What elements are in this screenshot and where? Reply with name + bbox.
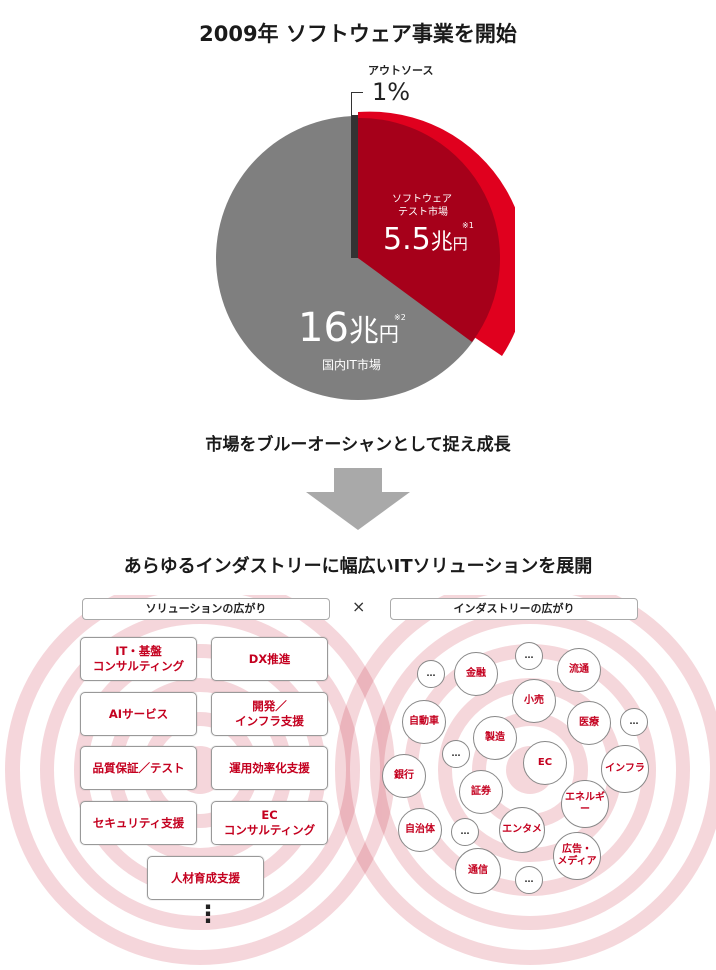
industry-more-2: … xyxy=(515,642,543,670)
solutions-label: ソリューションの広がり xyxy=(82,598,330,620)
test-market-note: ※1 xyxy=(462,221,474,230)
solution-security: セキュリティ支援 xyxy=(80,801,197,845)
solution-qa-test: 品質保証／テスト xyxy=(80,746,197,790)
industry-entertainment: エンタメ xyxy=(499,807,545,853)
industry-ec: EC xyxy=(523,741,567,785)
domestic-market-label: 国内IT市場 xyxy=(322,358,381,372)
industry-bank: 銀行 xyxy=(382,754,426,798)
industry-more-1: … xyxy=(417,660,445,688)
domestic-market-value: 16兆円 xyxy=(298,305,399,351)
solution-hr: 人材育成支援 xyxy=(147,856,264,900)
solution-dx: DX推進 xyxy=(211,637,328,681)
industry-automotive: 自動車 xyxy=(402,700,446,744)
page-title: 2009年 ソフトウェア事業を開始 xyxy=(199,22,517,46)
growth-caption: 市場をブルーオーシャンとして捉え成長 xyxy=(205,435,511,455)
industries-label: インダストリーの広がり xyxy=(390,598,638,620)
solution-it-consulting: IT・基盤 コンサルティング xyxy=(80,637,197,681)
industry-telecom: 通信 xyxy=(455,848,501,894)
test-value-number: 5.5 xyxy=(383,222,431,257)
cross-symbol: × xyxy=(352,597,366,616)
test-value-unit: 兆 xyxy=(430,230,453,255)
industry-infrastructure: インフラ xyxy=(601,745,649,793)
industry-distribution: 流通 xyxy=(557,648,601,692)
market-pie-chart xyxy=(216,111,515,400)
industry-advertising-media: 広告・ メディア xyxy=(553,832,601,880)
industry-more-4: … xyxy=(442,740,470,768)
industry-manufacturing: 製造 xyxy=(473,716,517,760)
domestic-market-note: ※2 xyxy=(394,313,406,322)
solution-ops: 運用効率化支援 xyxy=(211,746,328,790)
test-market-label-1: ソフトウェア xyxy=(392,194,452,205)
solution-dev-infra: 開発／ インフラ支援 xyxy=(211,692,328,736)
test-market-label-2: テスト市場 xyxy=(398,207,448,218)
section-title: あらゆるインダストリーに幅広いITソリューションを展開 xyxy=(123,556,593,577)
industry-finance: 金融 xyxy=(454,652,498,696)
outsource-label: アウトソース xyxy=(368,64,434,77)
solution-ai: AIサービス xyxy=(80,692,197,736)
domestic-value-unit: 兆 xyxy=(348,314,379,349)
industry-retail: 小売 xyxy=(512,679,556,723)
industry-energy: エネルギー xyxy=(561,780,609,828)
industry-more-5: … xyxy=(451,818,479,846)
industry-more-3: … xyxy=(620,708,648,736)
industry-municipality: 自治体 xyxy=(398,808,442,852)
outsource-callout-line xyxy=(351,92,352,118)
test-market-value: 5.5兆円 xyxy=(383,222,468,257)
down-arrow-icon xyxy=(306,468,410,530)
domestic-value-number: 16 xyxy=(298,305,349,351)
industry-more-6: … xyxy=(515,866,543,894)
industry-securities: 証券 xyxy=(459,770,503,814)
outsource-value: 1% xyxy=(372,78,411,106)
outsource-callout-line-h xyxy=(351,92,363,93)
test-value-yen: 円 xyxy=(452,235,468,253)
test-market-slice xyxy=(358,117,501,342)
solution-ec-consulting: EC コンサルティング xyxy=(211,801,328,845)
domestic-value-yen: 円 xyxy=(378,322,399,346)
industry-medical: 医療 xyxy=(567,701,611,745)
solutions-more: ⋮ xyxy=(196,900,220,928)
